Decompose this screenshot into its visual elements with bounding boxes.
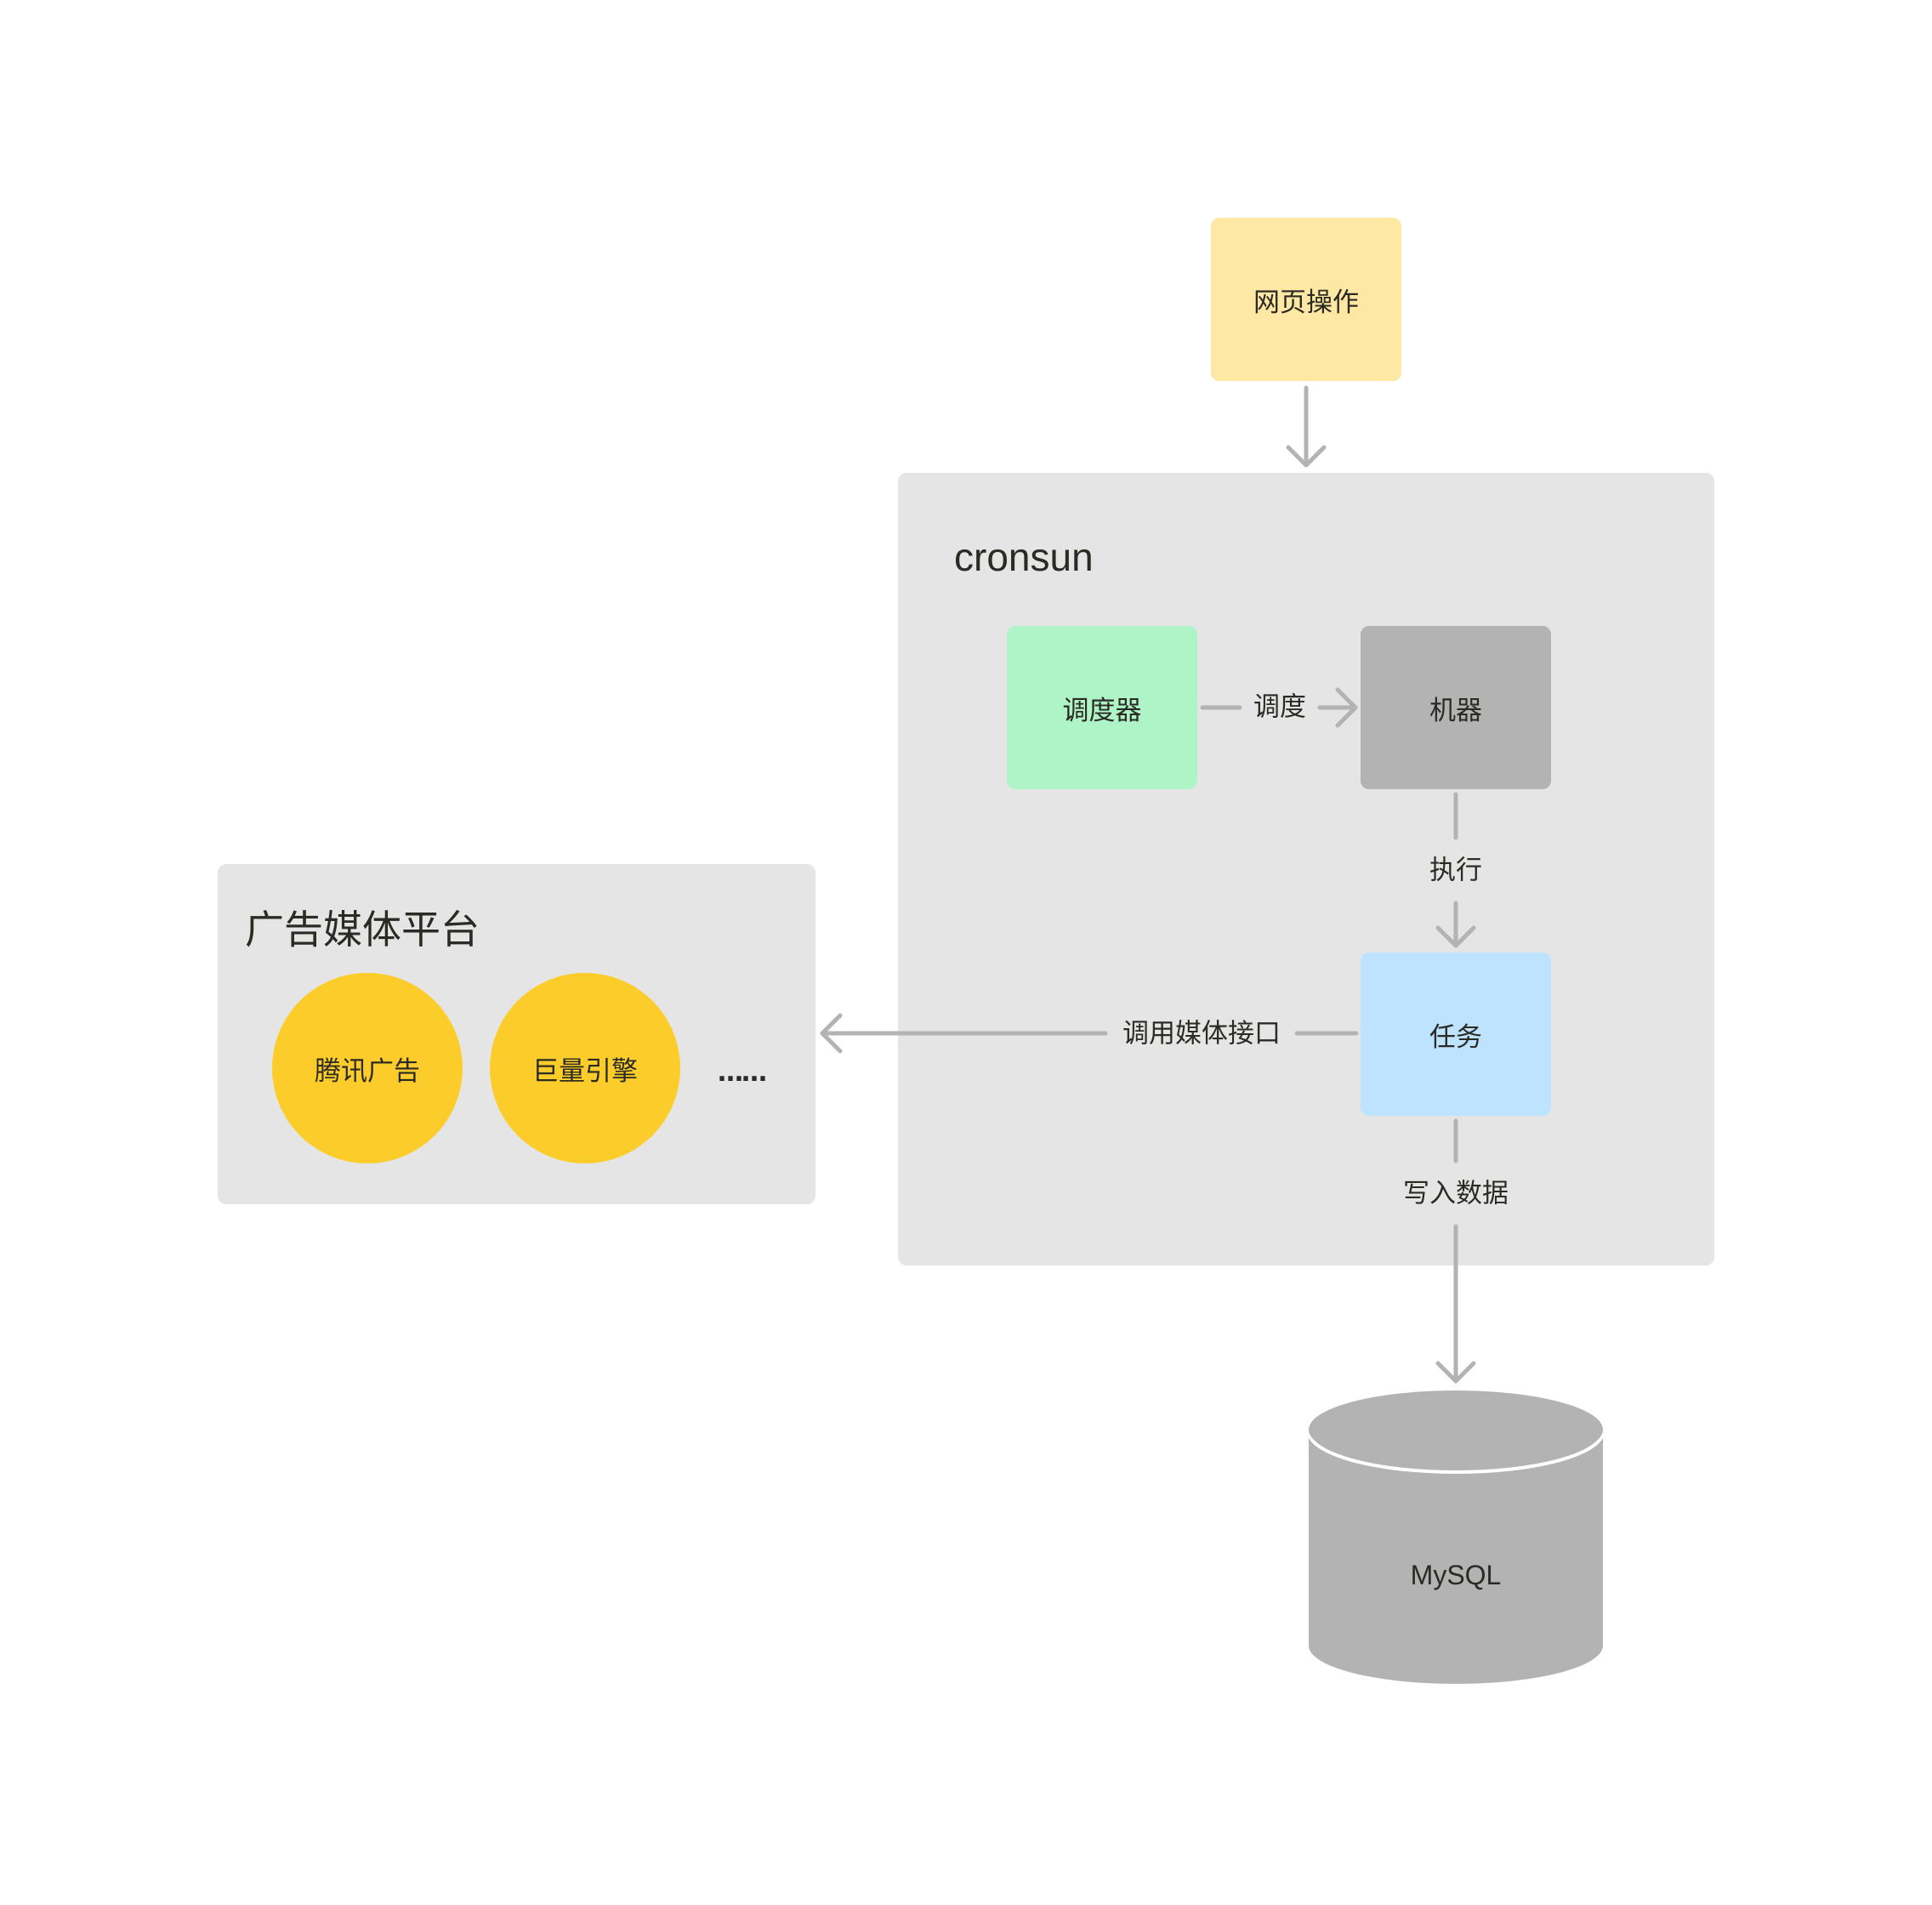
- ad-platform-title: 广告媒体平台: [245, 907, 480, 952]
- more-platforms-ellipsis: ……: [718, 1058, 767, 1088]
- edge-label-write-data: 写入数据: [1403, 1178, 1509, 1209]
- arrowhead-down-icon: [1286, 445, 1327, 468]
- mysql-database-icon[interactable]: [1307, 1389, 1605, 1684]
- platform-node-tencent-ads[interactable]: 腾讯广告: [272, 973, 463, 1163]
- arrowhead-left-icon: [820, 1013, 843, 1054]
- machine-label: 机器: [1429, 695, 1482, 726]
- scheduler-label: 调度器: [1062, 695, 1142, 726]
- web-operation-node[interactable]: 网页操作: [1211, 218, 1401, 381]
- task-label: 任务: [1429, 1021, 1482, 1053]
- edge-label-call-media-api: 调用媒体接口: [1122, 1018, 1281, 1049]
- edge-label-schedule: 调度: [1253, 691, 1306, 723]
- edge-label-execute: 执行: [1429, 855, 1482, 886]
- arrowhead-down-icon: [1435, 1361, 1476, 1384]
- cronsun-title: cronsun: [954, 535, 1094, 579]
- task-node[interactable]: 任务: [1361, 952, 1551, 1116]
- platform-label: 腾讯广告: [315, 1055, 420, 1087]
- cronsun-container: [898, 473, 1714, 1265]
- scheduler-node[interactable]: 调度器: [1007, 626, 1197, 789]
- mysql-label: MySQL: [1410, 1560, 1502, 1590]
- web-operation-label: 网页操作: [1253, 287, 1359, 318]
- platform-node-ocean-engine[interactable]: 巨量引擎: [490, 973, 680, 1163]
- machine-node[interactable]: 机器: [1361, 626, 1551, 789]
- platform-label: 巨量引擎: [532, 1055, 638, 1087]
